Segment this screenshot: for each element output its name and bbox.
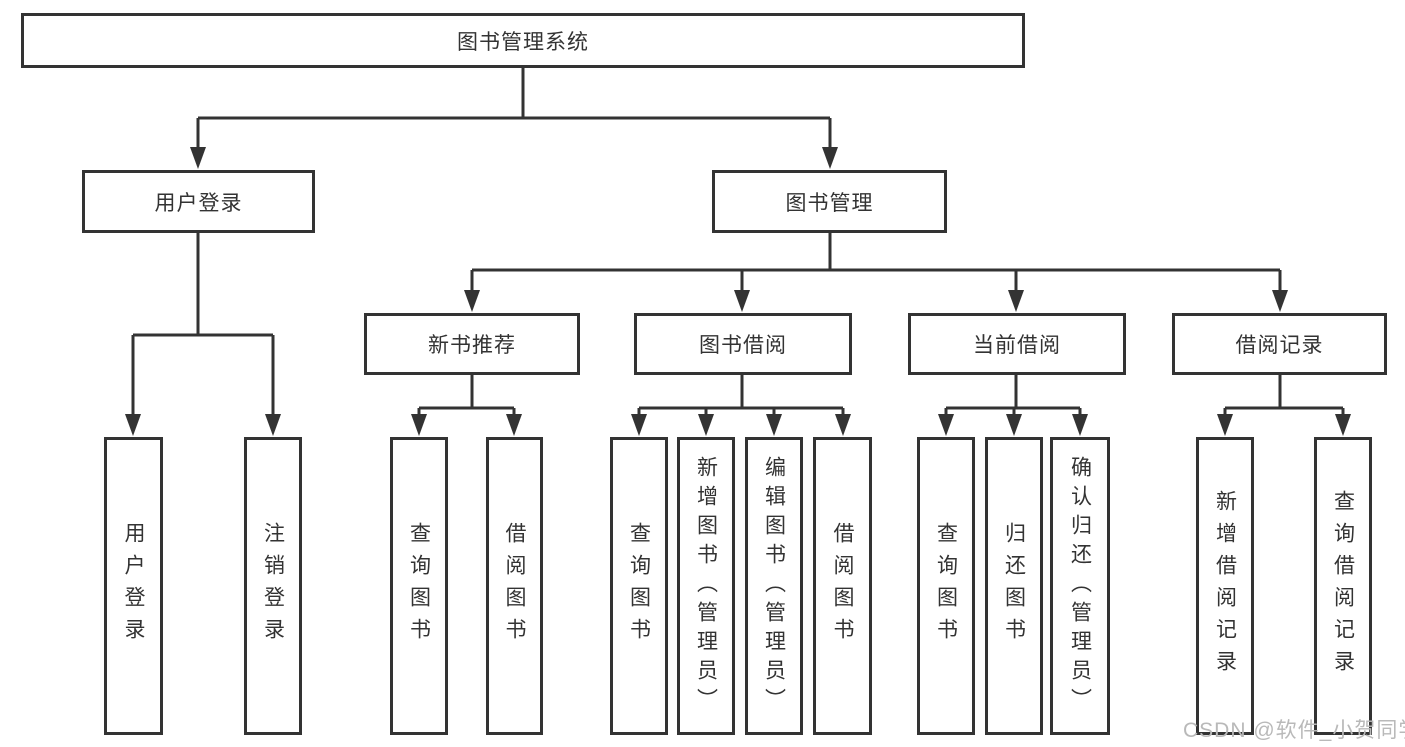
- leaf-borrow-edit-books-admin-label: 编辑图书（管理员）: [762, 455, 786, 717]
- node-book-borrowing: 图书借阅: [634, 313, 852, 375]
- leaf-logout-label: 注销登录: [261, 522, 285, 650]
- csdn-watermark: CSDN @软件_小贺同学: [1183, 719, 1405, 742]
- leaf-recommend-borrow-books-label: 借阅图书: [503, 522, 526, 650]
- leaf-borrow-edit-books-admin: 编辑图书（管理员）: [745, 437, 803, 735]
- leaf-recommend-borrow-books: 借阅图书: [486, 437, 543, 735]
- node-new-book-recommendation: 新书推荐: [364, 313, 580, 375]
- leaf-borrow-borrow-books-label: 借阅图书: [831, 522, 854, 650]
- node-current-borrowing: 当前借阅: [908, 313, 1126, 375]
- leaf-user-login-label: 用户登录: [122, 522, 145, 650]
- node-user-login: 用户登录: [82, 170, 315, 233]
- leaf-borrow-add-books-admin-label: 新增图书（管理员）: [694, 455, 718, 717]
- leaf-borrow-query-books-label: 查询图书: [627, 522, 651, 650]
- arrowheads: [125, 147, 1351, 436]
- leaf-borrow-add-books-admin: 新增图书（管理员）: [677, 437, 735, 735]
- leaf-records-add-record-label: 新增借阅记录: [1213, 490, 1237, 682]
- leaf-current-confirm-return-admin: 确认归还（管理员）: [1050, 437, 1110, 735]
- leaf-current-confirm-return-admin-label: 确认归还（管理员）: [1068, 455, 1092, 717]
- leaf-current-return-books-label: 归还图书: [1002, 522, 1026, 650]
- leaf-records-query-record: 查询借阅记录: [1314, 437, 1372, 735]
- node-library-system: 图书管理系统: [21, 13, 1025, 68]
- leaf-recommend-query-books: 查询图书: [390, 437, 448, 735]
- leaf-logout: 注销登录: [244, 437, 302, 735]
- leaf-current-query-books: 查询图书: [917, 437, 975, 735]
- leaf-records-query-record-label: 查询借阅记录: [1331, 490, 1355, 682]
- leaf-user-login: 用户登录: [104, 437, 163, 735]
- leaf-recommend-query-books-label: 查询图书: [407, 522, 431, 650]
- connector-paths: [131, 66, 1345, 420]
- leaf-borrow-borrow-books: 借阅图书: [813, 437, 872, 735]
- leaf-borrow-query-books: 查询图书: [610, 437, 668, 735]
- node-book-management: 图书管理: [712, 170, 947, 233]
- leaf-current-query-books-label: 查询图书: [934, 522, 958, 650]
- leaf-records-add-record: 新增借阅记录: [1196, 437, 1254, 735]
- node-borrowing-records: 借阅记录: [1172, 313, 1387, 375]
- leaf-current-return-books: 归还图书: [985, 437, 1043, 735]
